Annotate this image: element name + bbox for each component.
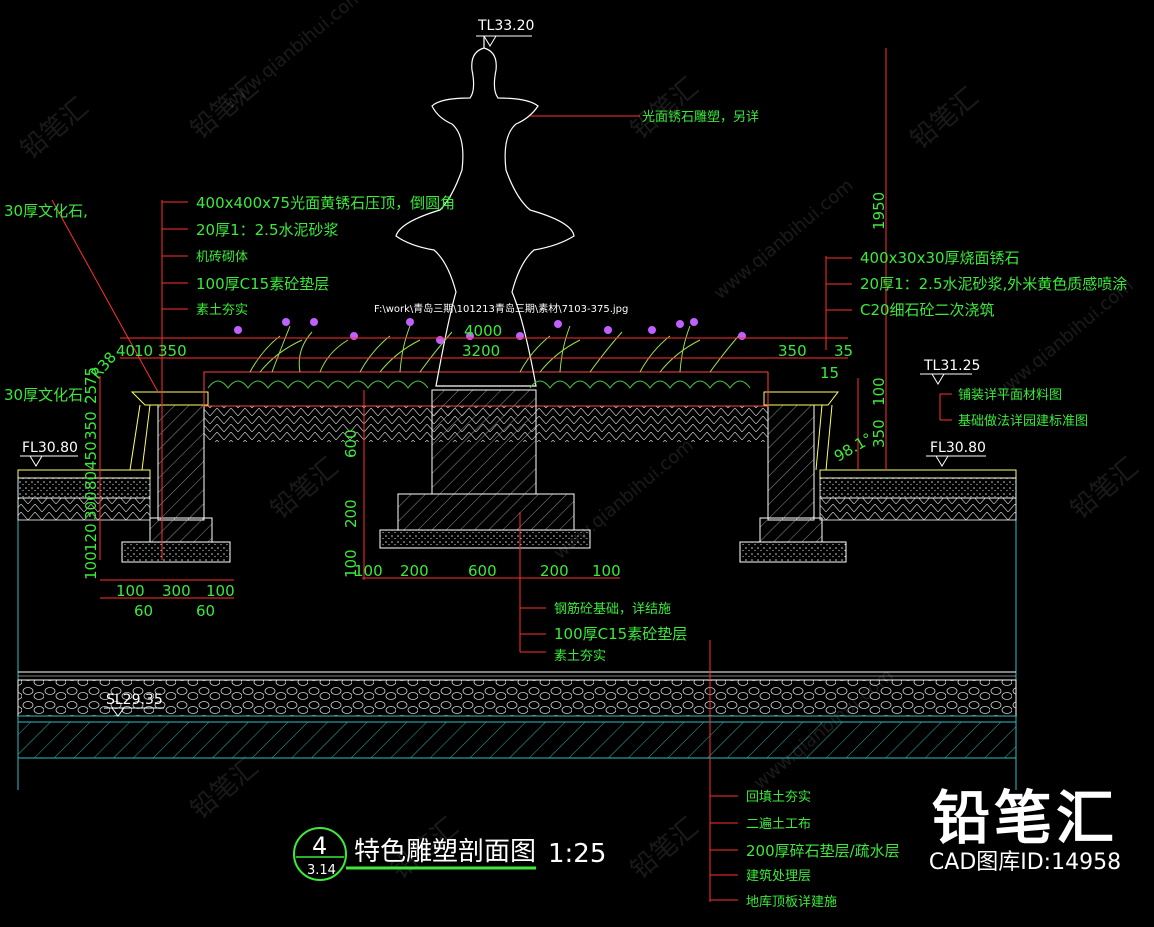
- left-callout: 100厚C15素砼垫层: [196, 275, 329, 293]
- watermark: 铅笔汇: [625, 72, 704, 145]
- dim-left-vertical: 450: [82, 441, 100, 470]
- foundation-leaders: [520, 607, 546, 653]
- right-callouts: [826, 257, 852, 311]
- dim-right-vertical: 350: [870, 419, 888, 448]
- dim-right-top: 350: [778, 342, 807, 360]
- right-paving-label: 基础做法详园建标准图: [958, 414, 1088, 429]
- dim-center-vertical: 600: [342, 429, 360, 458]
- left-paving: [17, 469, 151, 521]
- dim-center-bottom: 100: [354, 562, 383, 580]
- right-paving: [819, 469, 1017, 521]
- drawing-scale: 1:25: [548, 839, 606, 869]
- foundation-callout: 钢筋砼基础，详结施: [554, 601, 671, 617]
- right-planter-wall: [739, 391, 847, 563]
- left-callout: 机砖砌体: [196, 250, 248, 265]
- elevation-right-floor: FL30.80: [930, 440, 986, 456]
- dim-center-bottom: 200: [400, 562, 429, 580]
- dim-right-15: 15: [820, 364, 839, 382]
- elevation-left-floor: FL30.80: [22, 440, 78, 456]
- foundation-callout: 100厚C15素砼垫层: [554, 625, 687, 643]
- watermark: 铅笔汇: [905, 82, 984, 155]
- bottom-callout: 建筑处理层: [746, 868, 811, 884]
- cad-id: CAD图库ID:14958: [928, 850, 1122, 875]
- dim-left-footing2: 60: [196, 602, 215, 620]
- right-paving-label: 铺装详平面材料图: [958, 388, 1062, 403]
- dim-left-footing: 100: [206, 582, 235, 600]
- fountain-sculpture: [395, 36, 575, 387]
- watermark: 铅笔汇: [15, 92, 94, 165]
- dim-left-footing2: 60: [134, 602, 153, 620]
- dim-center-bottom: 100: [592, 562, 621, 580]
- dim-left-vertical: 80: [82, 471, 100, 490]
- dim-right-top: 35: [834, 342, 853, 360]
- right-callout: 20厚1：2.5水泥砂浆,外米黄色质感喷涂: [860, 275, 1127, 293]
- elevation-slab: SL29.35: [106, 692, 163, 708]
- watermark: 铅笔汇: [1065, 452, 1144, 525]
- dim-right-vertical: 1950: [870, 192, 888, 230]
- right-paving-leaders: [939, 393, 952, 421]
- image-path: F:\work\青岛三期\101213青岛三期\素材\7103-375.jpg: [374, 302, 628, 315]
- detail-symbol: [293, 827, 536, 881]
- watermark: 铅笔汇: [625, 812, 704, 885]
- central-pedestal: [379, 389, 591, 549]
- foundation-callout: 素土夯实: [554, 649, 606, 664]
- left-callout: 20厚1：2.5水泥砂浆: [196, 221, 339, 239]
- dim-left-top: 40: [116, 342, 135, 360]
- dim-left-vertical: 120: [82, 523, 100, 552]
- dim-total-width: 4000: [464, 322, 502, 340]
- dim-angle: 98.1°: [831, 429, 875, 465]
- brand-block: 铅笔汇 CAD图库ID:14958: [905, 786, 1145, 876]
- detail-number: 4: [312, 832, 327, 860]
- dim-left-footing: 100: [116, 582, 145, 600]
- dim-right-vertical: 100: [870, 377, 888, 406]
- bottom-callout: 200厚碎石垫层/疏水层: [746, 842, 900, 860]
- sheet-number: 3.14: [307, 863, 336, 878]
- dim-inner-width: 3200: [462, 342, 500, 360]
- elevation-markers: [20, 35, 986, 717]
- sculpture-label: 光面锈石雕塑，另详: [642, 110, 759, 125]
- right-callout: 400x30x30厚烧面锈石: [860, 249, 1020, 267]
- elevation-top: TL33.20: [477, 18, 534, 34]
- dim-left-vertical: 25: [82, 385, 100, 404]
- bottom-callout: 地库顶板详建施: [746, 894, 837, 910]
- dimension-lines: [51, 48, 887, 902]
- dim-left-vertical: 75: [82, 367, 100, 386]
- dim-center-bottom: 200: [540, 562, 569, 580]
- dim-left-vertical: 300: [82, 491, 100, 520]
- bottom-leaders: [710, 795, 738, 901]
- dim-left-vertical: 100: [82, 551, 100, 580]
- left-callouts: [162, 201, 188, 310]
- bottom-callout: 回填土夯实: [746, 790, 811, 805]
- left-planter-wall: [121, 391, 231, 563]
- right-callout: C20细石砼二次浇筑: [860, 301, 995, 319]
- left-callout: 400x400x75光面黄锈石压顶，倒圆角: [196, 194, 455, 212]
- drawing-title: 特色雕塑剖面图: [354, 837, 536, 867]
- left-side-label: 30厚文化石,: [4, 202, 88, 220]
- left-side-label-2: 30厚文化石,: [4, 386, 88, 404]
- watermark-url: www.qianbihui.com: [990, 275, 1138, 404]
- slab-layers: [17, 671, 1017, 759]
- dim-left-vertical: 350: [82, 411, 100, 440]
- watermark: 铅笔汇: [185, 752, 264, 825]
- brand-name: 铅笔汇: [931, 784, 1118, 852]
- elevation-right-top: TL31.25: [923, 358, 980, 374]
- dim-left-top: 350: [158, 342, 187, 360]
- watermark-url: www.qianbihui.com: [220, 0, 368, 114]
- dim-center-vertical: 200: [342, 499, 360, 528]
- dim-center-bottom: 600: [468, 562, 497, 580]
- dim-center-vertical: 100: [342, 549, 360, 578]
- dim-left-footing: 300: [162, 582, 191, 600]
- bottom-callout: 二遍土工布: [746, 816, 811, 832]
- left-callout: 素土夯实: [196, 303, 248, 318]
- dim-left-top: 10: [134, 342, 153, 360]
- watermark: 铅笔汇: [265, 452, 344, 525]
